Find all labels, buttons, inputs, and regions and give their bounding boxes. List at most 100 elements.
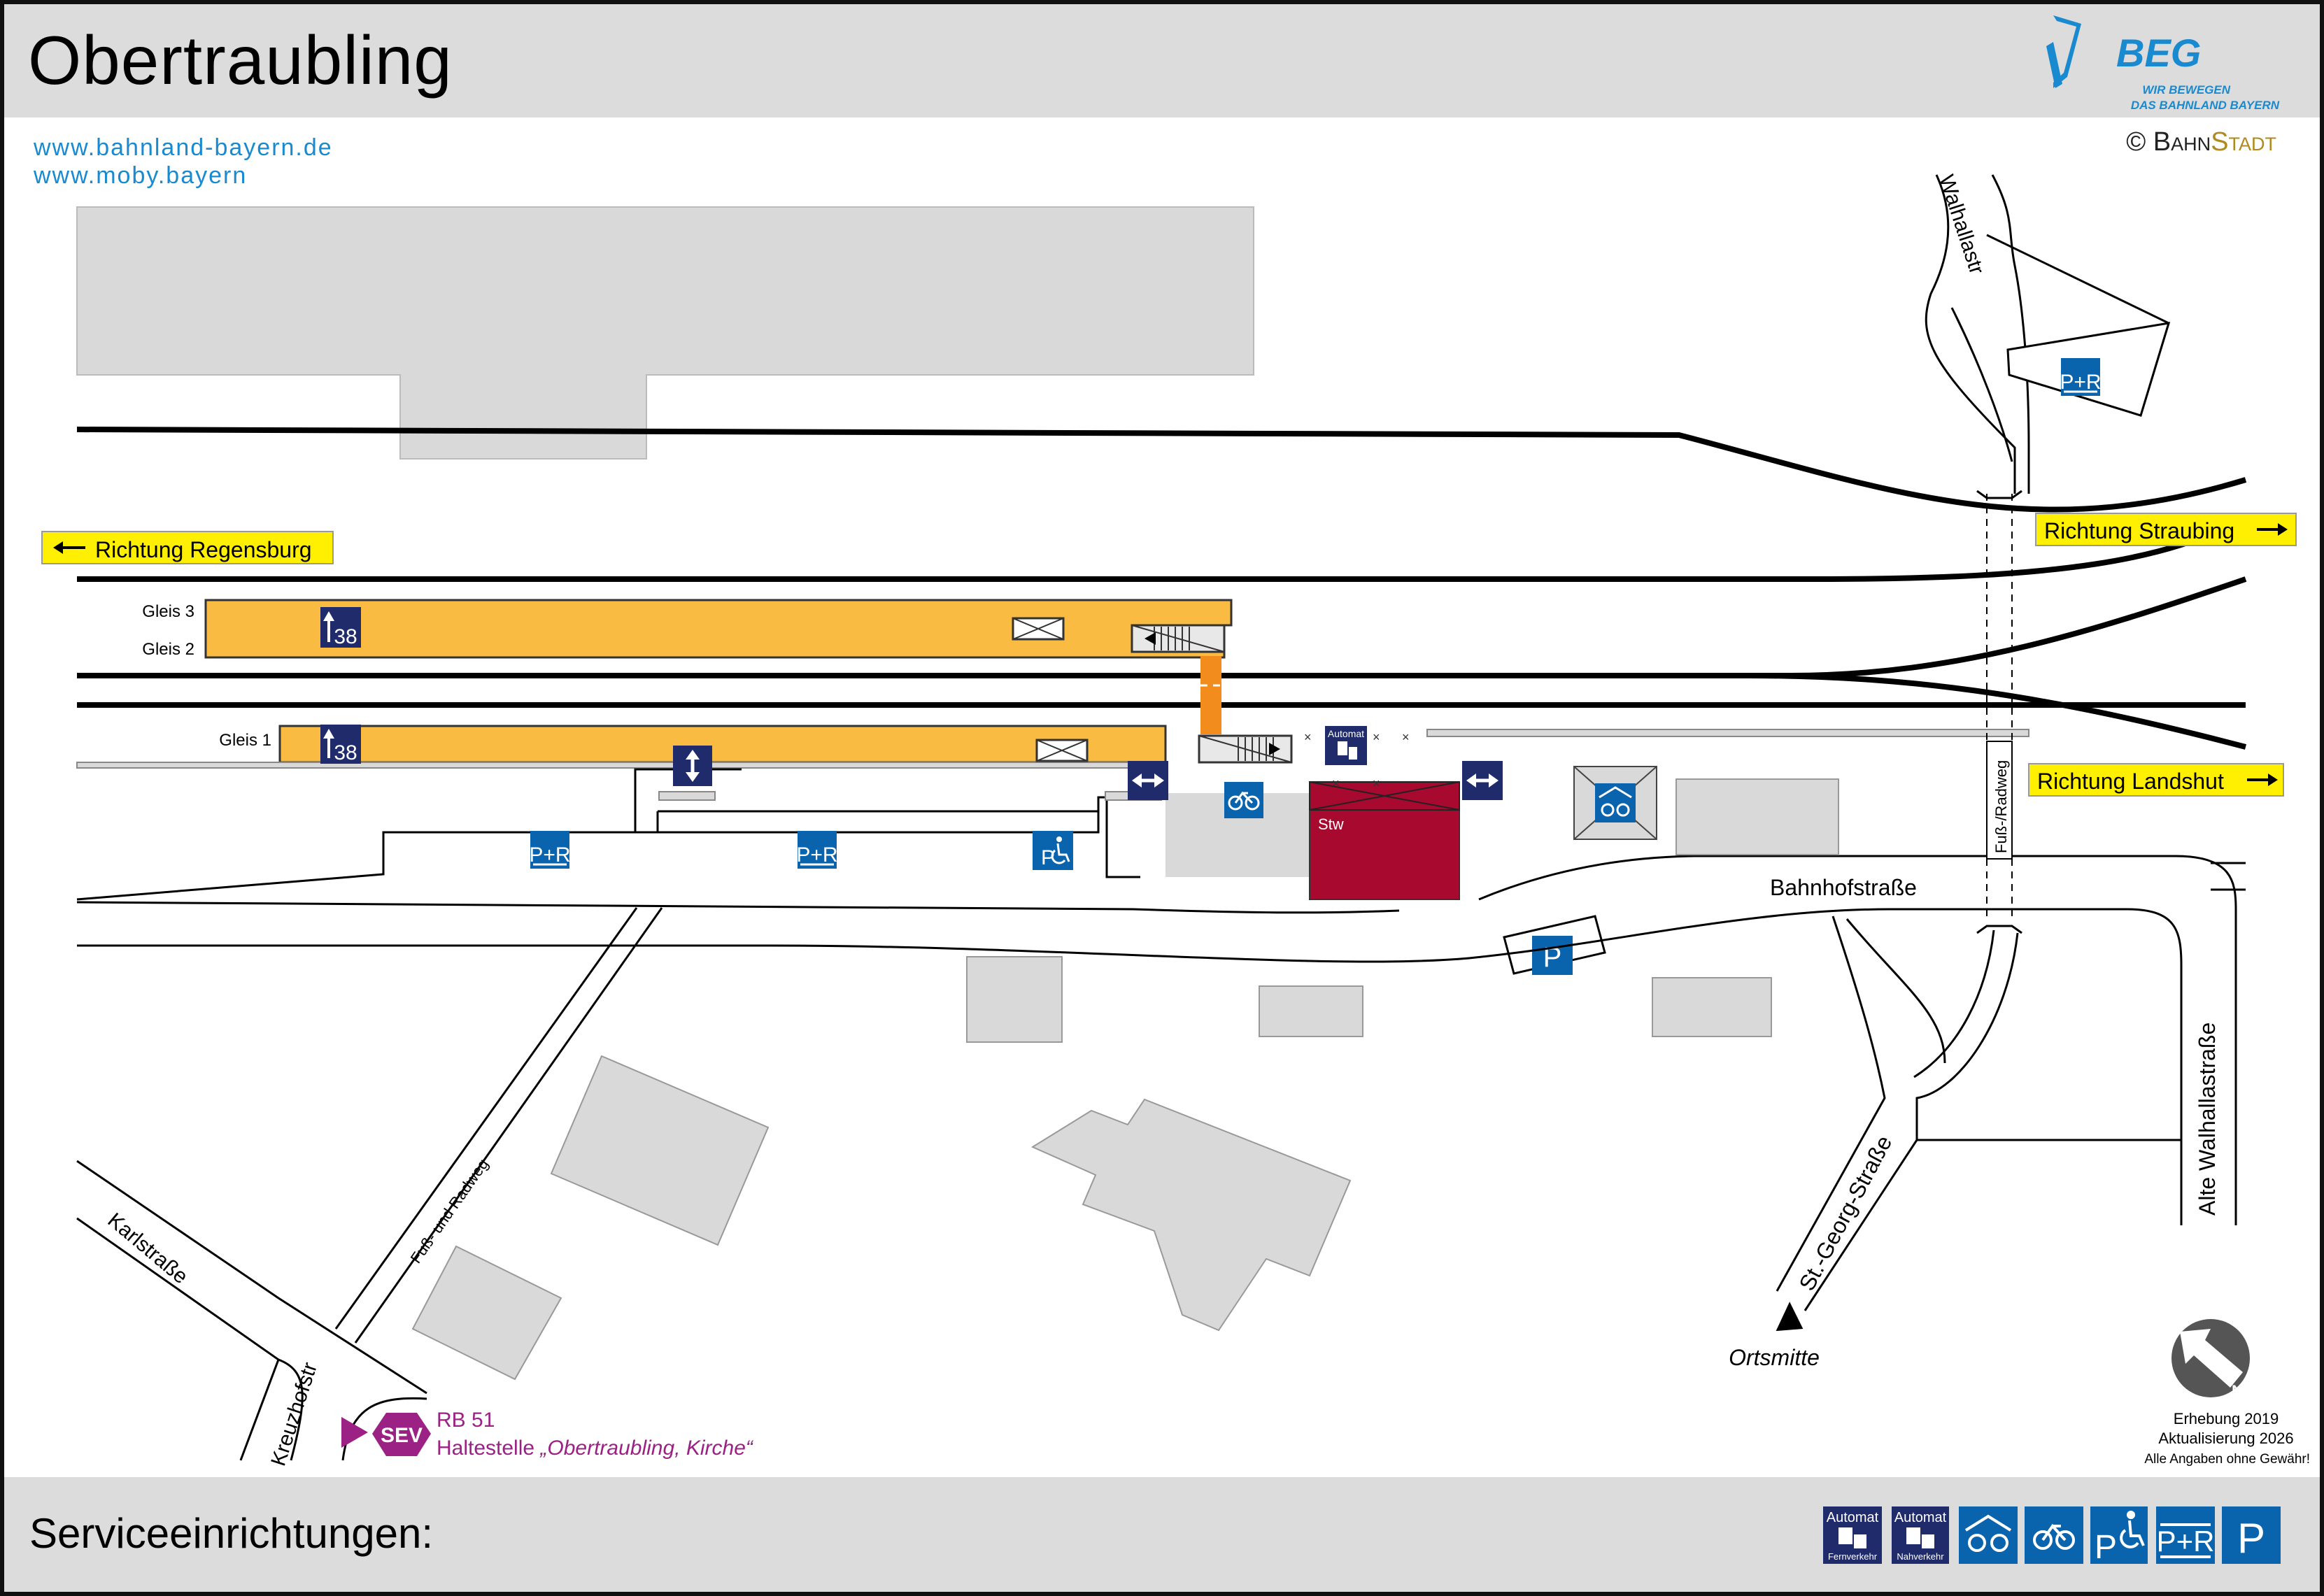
svg-text:×: × [1373,776,1380,790]
direction-straubing-label: Richtung Straubing [2044,518,2234,543]
parking-icon[interactable]: P [1503,915,1606,975]
ortsmitte-arrow-icon [1776,1302,1804,1332]
park-and-ride-icon-2[interactable]: P+R [796,831,838,869]
level-access-icon-east [1462,761,1503,800]
svg-text:×: × [1304,730,1312,744]
building [966,956,1063,1043]
street-kreuzhofstr: Kreuzhofstr [267,1360,322,1469]
platform-height-icon-gleis-1: 38 [320,725,361,764]
update-date: Aktualisierung 2026 [2158,1430,2293,1447]
direction-straubing: Richtung Straubing [2035,513,2297,546]
legend-ticket-machine-regional: Automat Nahverkehr [1892,1506,1949,1564]
platform-edge-east [1426,729,2029,737]
legend-accessible-p: P [2095,1529,2117,1566]
park-and-ride-icon-north[interactable]: P+R [2060,358,2102,396]
sev-line: RB 51 [437,1409,495,1432]
karlstrasse-road [76,1160,427,1461]
bahnhofstrasse-road [76,855,2246,1225]
building [1030,1098,1352,1332]
platform-gleis-1 [278,725,1167,764]
url-moby[interactable]: www.moby.bayern [34,162,248,189]
legend-pr-label: P+R [2157,1525,2215,1558]
footbridge-label: Fuß-/Radweg [1992,760,2010,853]
north-arrow-icon: N [2171,1319,2250,1399]
gleis-2-label: Gleis 2 [142,640,194,659]
sev-stop-prefix: Haltestelle [437,1437,540,1460]
copyright-stadt: Stadt [2211,127,2276,157]
street-karlstrasse: Karlstraße [104,1209,192,1288]
station-forecourt [76,768,1140,901]
st-georg-road [1776,915,2181,1311]
building [550,1055,770,1246]
underpass [1200,656,1221,734]
platform-edge [76,762,1162,769]
sev-stop[interactable]: SEV RB 51 Haltestelle „Obertraubling, Ki… [341,1409,754,1460]
building [1652,977,1772,1037]
diagonal-footpath [334,907,663,1344]
survey-date: Erhebung 2019 [2174,1410,2279,1427]
legend-bike-parking [2025,1506,2083,1564]
accessible-parking-label: P [1041,846,1055,869]
sev-badge: SEV [381,1424,423,1447]
stairs-top [1131,624,1226,653]
svg-text:×: × [1402,730,1410,744]
legend-parking: P [2222,1506,2281,1564]
shelter-gleis-3 [1012,617,1065,641]
url-bahnland[interactable]: www.bahnland-bayern.de [34,134,333,161]
footbridge-marks [1976,490,2022,934]
platform-height-value: 38 [334,625,357,648]
sev-stop-name: Haltestelle „Obertraubling, Kirche“ [437,1437,754,1460]
street-bahnhofstrasse: Bahnhofstraße [1770,875,1917,900]
barrier-marks: × × × × × [1304,730,1410,790]
legend-covered-bike-parking [1959,1506,2018,1564]
park-and-ride-icon[interactable]: P+R [529,831,571,869]
street-st-georg: St.-Georg-Straße [1794,1132,1897,1295]
legend-park-and-ride: P+R [2156,1506,2215,1564]
svg-text:×: × [1373,730,1380,744]
gleis-3-label: Gleis 3 [142,602,194,621]
accessible-parking-icon[interactable]: P [1033,831,1073,870]
building [1675,778,1839,855]
building [1259,985,1363,1037]
svg-text:N: N [2232,1382,2243,1399]
ticket-machine-icon[interactable]: Automat [1325,726,1367,765]
legend-automat-2: Automat [1894,1510,1947,1525]
bike-parking-icon[interactable] [1224,782,1263,818]
building [411,1245,562,1381]
stellwerk-building: Stw [1309,781,1460,900]
beg-brand: BEG [2116,31,2201,75]
beg-tagline-2: DAS BAHNLAND BAYERN [2131,99,2280,112]
legend-automat-1: Automat [1827,1510,1879,1525]
level-access-icon [1128,761,1168,800]
shelter-gleis-1 [1035,739,1089,762]
copyright-bahnstadt: © BahnStadt [2126,127,2276,157]
platform-height-icon-gleis-3: 38 [320,607,361,648]
street-alte-walhallastrasse: Alte Walhallastraße [2195,1023,2220,1216]
direction-regensburg-label: Richtung Regensburg [95,537,312,562]
svg-text:×: × [1332,776,1340,790]
covered-bike-parking-icon[interactable] [1573,766,1657,840]
building-top [76,206,1254,459]
stellwerk-label: Stw [1318,815,1344,833]
copyright-symbol: © [2126,127,2146,157]
park-and-ride-label: P+R [2060,371,2101,394]
services-title: Serviceeinrichtungen: [29,1510,434,1557]
direction-landshut: Richtung Landshut [2028,763,2284,797]
gleis-1-label: Gleis 1 [219,731,271,750]
beg-logo: BEG WIR BEWEGEN DAS BAHNLAND BAYERN [2046,15,2280,112]
legend-accessible-parking: P [2090,1506,2148,1566]
ticket-machine-label: Automat [1328,728,1364,739]
ortsmitte-label: Ortsmitte [1729,1345,1820,1370]
legend-p-label: P [2237,1515,2265,1562]
stairs-bottom [1198,734,1293,764]
footbridge-path [1986,741,2013,860]
park-and-ride-label: P+R [529,843,570,867]
rail-tracks [76,427,2247,750]
sev-stop-title: „Obertraubling, Kirche“ [539,1437,753,1460]
park-and-ride-label: P+R [796,843,837,867]
copyright-bahn: Bahn [2153,127,2211,157]
direction-landshut-label: Richtung Landshut [2037,769,2224,794]
beg-tagline-1: WIR BEWEGEN [2142,83,2230,97]
page-title: Obertraubling [28,22,453,99]
disclaimer: Alle Angaben ohne Gewähr! [2144,1452,2310,1467]
